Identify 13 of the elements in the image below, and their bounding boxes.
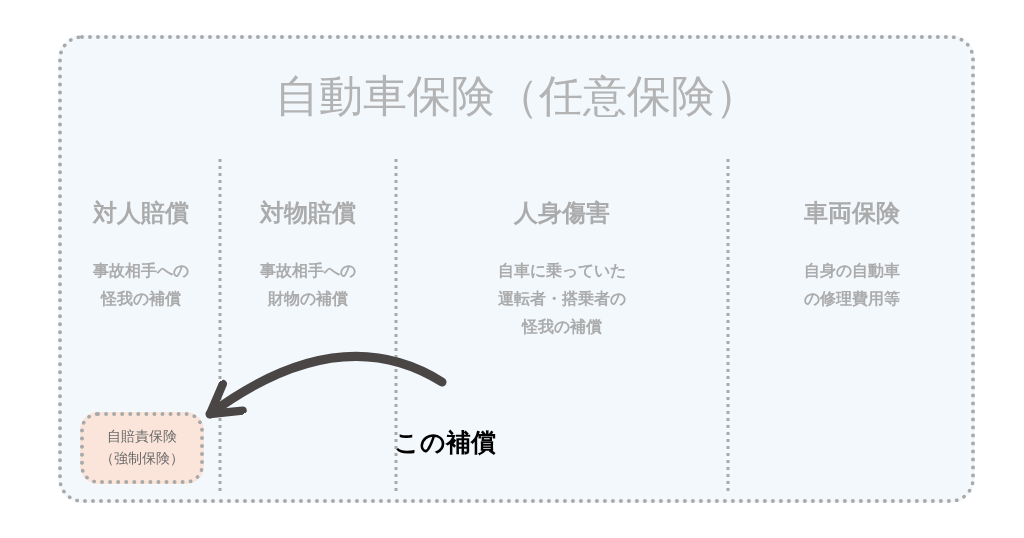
frame-box (58, 35, 975, 503)
column-heading: 人身傷害 (513, 198, 611, 229)
column-heading: 対人賠償 (91, 198, 190, 229)
curved-arrow (205, 351, 447, 419)
column-heading: 対物賠償 (258, 198, 357, 229)
column-description: 自身の自動車の修理費用等 (802, 260, 901, 310)
column-description: 事故相手への財物の補償 (259, 260, 357, 310)
column-description: 自車に乗っていた運転者・搭乗者の怪我の補償 (497, 260, 627, 338)
insurance-box: 自賠責保険（強制保険） (80, 412, 204, 484)
column-heading: 車両保険 (802, 198, 901, 229)
annotation-text: この補償 (394, 425, 512, 461)
title: 自動車保険（任意保険） (273, 69, 760, 123)
column-description: 事故相手への怪我の補償 (92, 260, 190, 310)
